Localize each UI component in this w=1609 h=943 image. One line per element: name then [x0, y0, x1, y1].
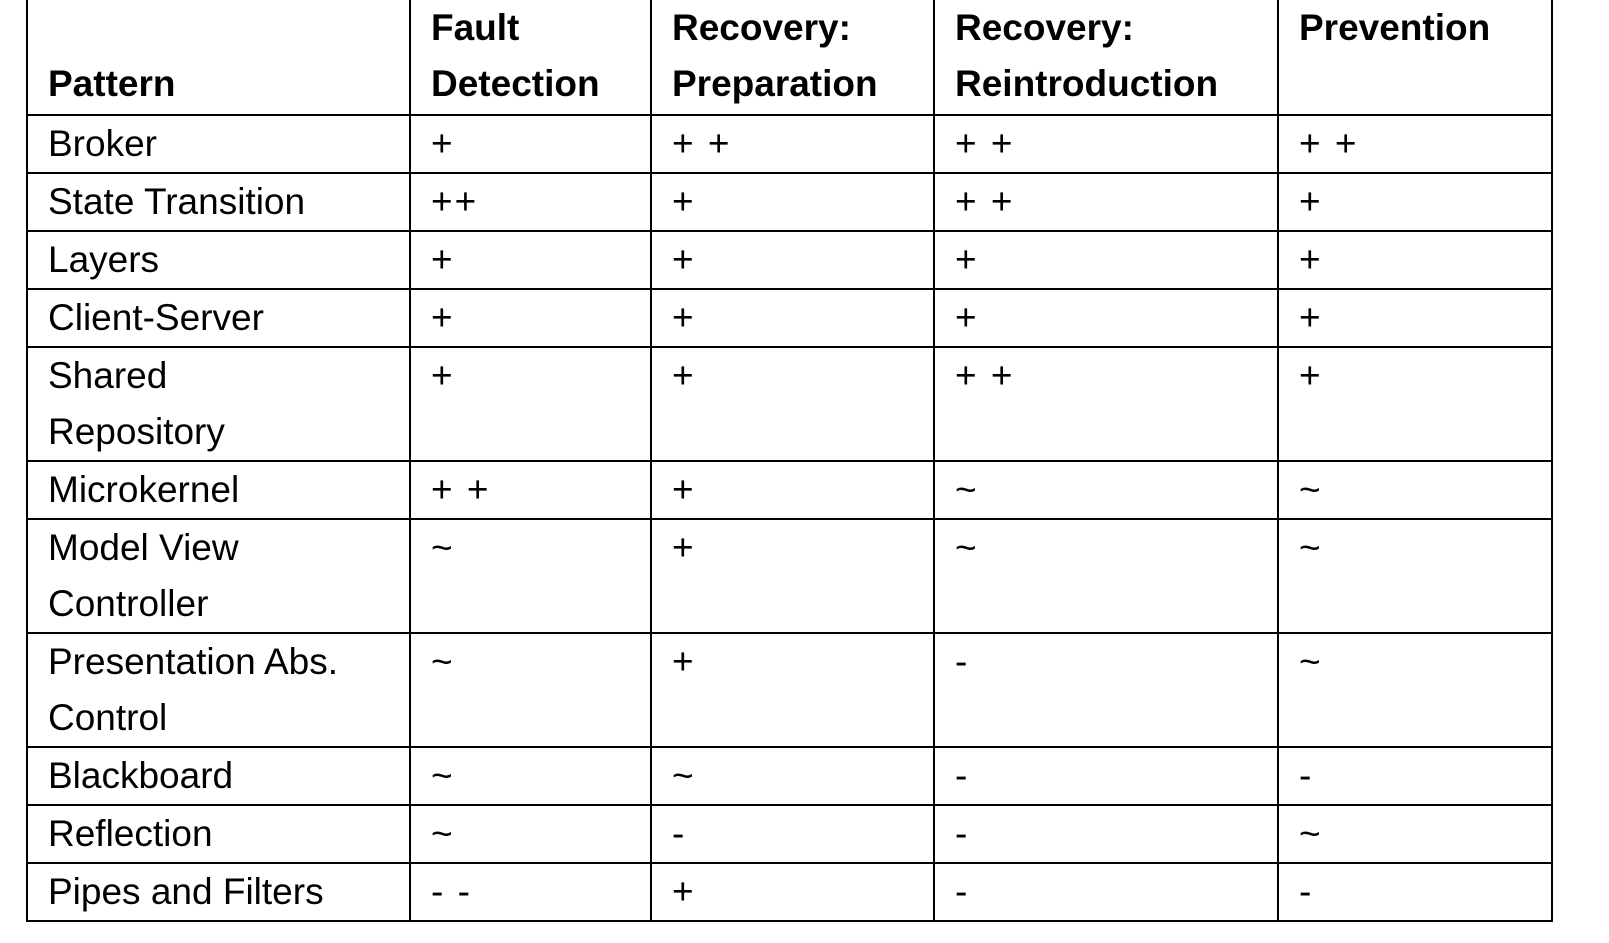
recovery-reintroduction-cell: - [933, 632, 1279, 748]
pattern-name-cell: Pipes and Filters [26, 862, 411, 922]
recovery-preparation-cell: + [650, 518, 935, 634]
prevention-cell: - [1277, 862, 1553, 922]
recovery-reintroduction-cell: - [933, 746, 1279, 806]
table-row: State Transition ++ + + + + [26, 172, 1553, 232]
recovery-reintroduction-cell: + + [933, 114, 1279, 174]
pattern-name-cell: Microkernel [26, 460, 411, 520]
prevention-cell: ~ [1277, 460, 1553, 520]
recovery-reintroduction-cell: - [933, 804, 1279, 864]
table-header-row: Pattern Fault Detection Recovery: Prepar… [26, 0, 1553, 116]
fault-detection-cell: + [409, 288, 652, 348]
fault-detection-cell: + [409, 346, 652, 462]
table-row: Pipes and Filters - - + - - [26, 862, 1553, 922]
pattern-rating-table: Pattern Fault Detection Recovery: Prepar… [26, 0, 1553, 922]
recovery-preparation-cell: - [650, 804, 935, 864]
fault-detection-cell: ~ [409, 518, 652, 634]
prevention-cell: - [1277, 746, 1553, 806]
recovery-reintroduction-cell: + + [933, 346, 1279, 462]
prevention-cell: ~ [1277, 518, 1553, 634]
fault-detection-cell: + [409, 114, 652, 174]
recovery-preparation-cell: + [650, 862, 935, 922]
recovery-preparation-cell: + [650, 632, 935, 748]
pattern-name-cell: Reflection [26, 804, 411, 864]
fault-detection-cell: ~ [409, 746, 652, 806]
pattern-name-cell: Presentation Abs. Control [26, 632, 411, 748]
recovery-reintroduction-cell: + + [933, 172, 1279, 232]
fault-detection-cell: - - [409, 862, 652, 922]
pattern-name-cell: Broker [26, 114, 411, 174]
recovery-preparation-cell: + [650, 288, 935, 348]
pattern-name-cell: State Transition [26, 172, 411, 232]
recovery-preparation-cell: + [650, 172, 935, 232]
table-row: Microkernel + + + ~ ~ [26, 460, 1553, 520]
table-row: Blackboard ~ ~ - - [26, 746, 1553, 806]
recovery-preparation-cell: + [650, 230, 935, 290]
fault-detection-cell: ++ [409, 172, 652, 232]
recovery-reintroduction-cell: ~ [933, 518, 1279, 634]
pattern-name-cell: Model View Controller [26, 518, 411, 634]
recovery-preparation-cell: + [650, 460, 935, 520]
prevention-cell: + [1277, 172, 1553, 232]
prevention-cell: ~ [1277, 804, 1553, 864]
recovery-reintroduction-cell: + [933, 288, 1279, 348]
table-row: Client-Server + + + + [26, 288, 1553, 348]
table-row: Shared Repository + + + + + [26, 346, 1553, 462]
prevention-cell: + + [1277, 114, 1553, 174]
recovery-preparation-cell: + + [650, 114, 935, 174]
table-row: Layers + + + + [26, 230, 1553, 290]
recovery-reintroduction-cell: + [933, 230, 1279, 290]
fault-detection-cell: ~ [409, 632, 652, 748]
pattern-name-cell: Shared Repository [26, 346, 411, 462]
fault-detection-cell: + + [409, 460, 652, 520]
recovery-preparation-cell: + [650, 346, 935, 462]
fault-detection-cell: + [409, 230, 652, 290]
header-prevention: Prevention [1277, 0, 1553, 116]
header-recovery-reintroduction: Recovery: Reintroduction [933, 0, 1279, 116]
pattern-name-cell: Layers [26, 230, 411, 290]
table-row: Broker + + + + + + + [26, 114, 1553, 174]
header-fault-detection: Fault Detection [409, 0, 652, 116]
recovery-preparation-cell: ~ [650, 746, 935, 806]
recovery-reintroduction-cell: - [933, 862, 1279, 922]
fault-detection-cell: ~ [409, 804, 652, 864]
prevention-cell: ~ [1277, 632, 1553, 748]
prevention-cell: + [1277, 230, 1553, 290]
table-row: Presentation Abs. Control ~ + - ~ [26, 632, 1553, 748]
prevention-cell: + [1277, 346, 1553, 462]
table-row: Reflection ~ - - ~ [26, 804, 1553, 864]
recovery-reintroduction-cell: ~ [933, 460, 1279, 520]
header-pattern: Pattern [26, 0, 411, 116]
pattern-name-cell: Client-Server [26, 288, 411, 348]
table-row: Model View Controller ~ + ~ ~ [26, 518, 1553, 634]
pattern-name-cell: Blackboard [26, 746, 411, 806]
header-recovery-preparation: Recovery: Preparation [650, 0, 935, 116]
prevention-cell: + [1277, 288, 1553, 348]
